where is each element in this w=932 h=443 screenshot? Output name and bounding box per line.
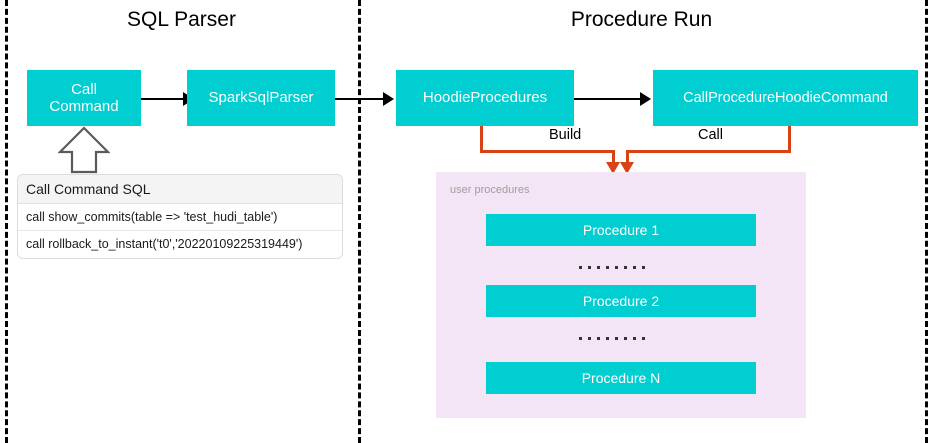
- connector-build-horizontal: [480, 150, 615, 153]
- divider-left: [5, 0, 8, 443]
- sql-card-header: Call Command SQL: [18, 175, 342, 204]
- user-procedures-label: user procedures: [450, 184, 530, 196]
- node-hoodie-procedures[interactable]: HoodieProcedures: [396, 70, 574, 126]
- connector-label-build: Build: [545, 127, 586, 143]
- connector-build-arrowhead: [606, 162, 620, 174]
- arrow-call-command-to-parser-line: [141, 98, 185, 100]
- connector-label-call: Call: [694, 127, 727, 143]
- procedure-box[interactable]: Procedure N: [486, 362, 756, 394]
- call-command-sql-card: Call Command SQL call show_commits(table…: [17, 174, 343, 259]
- ellipsis-separator: [579, 266, 645, 269]
- divider-middle: [358, 0, 361, 443]
- arrow-parser-to-hoodie-line: [335, 98, 385, 100]
- sql-card-row[interactable]: call show_commits(table => 'test_hudi_ta…: [18, 204, 342, 231]
- node-call-command-line2: Command: [49, 98, 119, 115]
- section-title-sql-parser: SQL Parser: [127, 8, 236, 31]
- connector-build-vertical: [480, 126, 483, 153]
- divider-right: [925, 0, 928, 443]
- connector-call-vertical: [788, 126, 791, 153]
- procedure-box[interactable]: Procedure 1: [486, 214, 756, 246]
- connector-call-horizontal: [626, 150, 791, 153]
- node-call-command[interactable]: Call Command: [27, 70, 141, 126]
- arrow-hoodie-to-command-line: [574, 98, 642, 100]
- connector-call-arrowhead: [620, 162, 634, 174]
- arrow-parser-to-hoodie-head: [383, 92, 394, 106]
- ellipsis-separator: [579, 337, 645, 340]
- connector-build-drop: [612, 150, 615, 164]
- hollow-up-arrow-icon: [58, 126, 110, 174]
- node-call-command-line1: Call: [71, 80, 97, 98]
- connector-call-drop: [626, 150, 629, 164]
- sql-card-row[interactable]: call rollback_to_instant('t0','202201092…: [26, 237, 303, 251]
- arrow-hoodie-to-command-head: [640, 92, 651, 106]
- section-title-procedure-run: Procedure Run: [570, 8, 713, 31]
- node-call-procedure-hoodie-command[interactable]: CallProcedureHoodieCommand: [653, 70, 918, 126]
- procedure-box[interactable]: Procedure 2: [486, 285, 756, 317]
- node-spark-sql-parser[interactable]: SparkSqlParser: [187, 70, 335, 126]
